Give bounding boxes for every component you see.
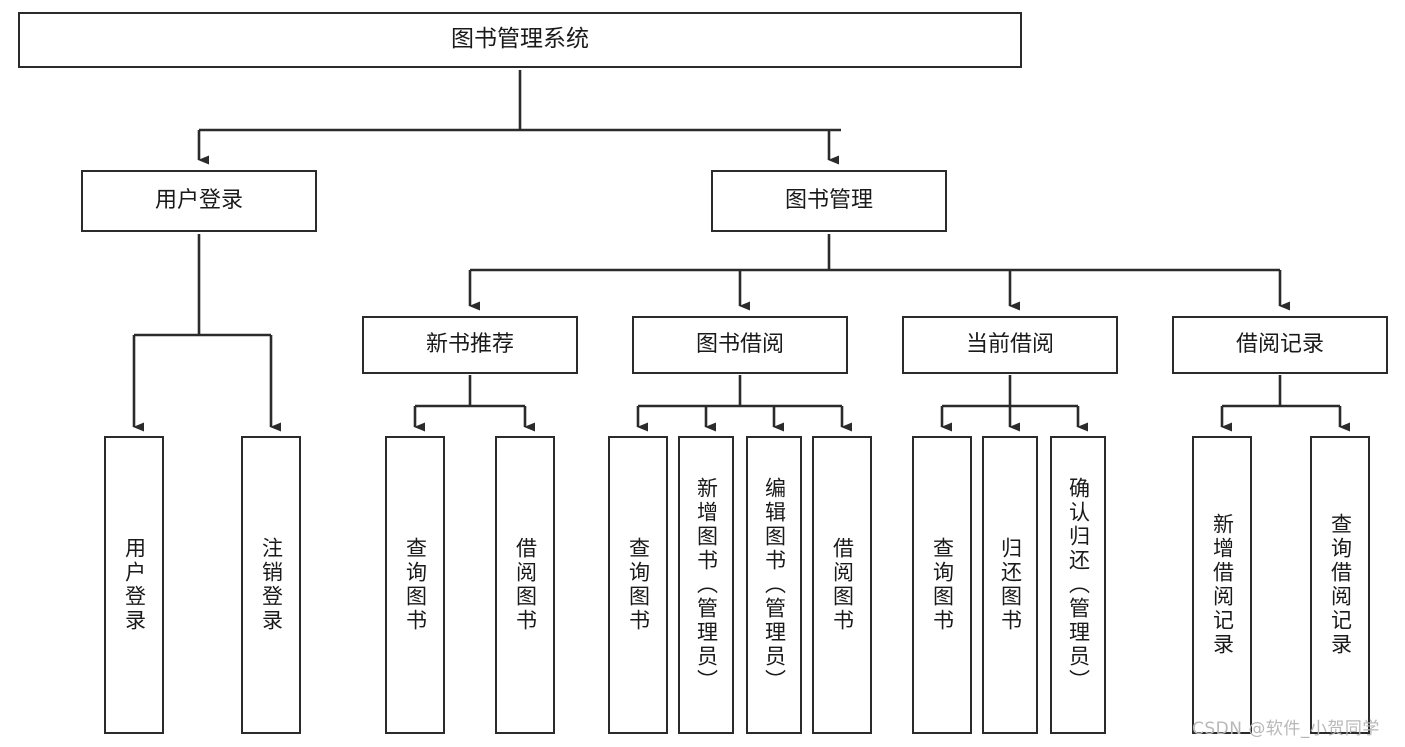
leaf-borrow-book-1[interactable]: 借阅图书 [495,436,555,734]
leaf-logout-label: 注销登录 [259,537,284,633]
leaf-query-book-3-label: 查询图书 [930,537,955,633]
leaf-add-borrow-record[interactable]: 新增借阅记录 [1192,436,1252,734]
node-book-management[interactable]: 图书管理 [711,170,947,232]
node-new-book-recommend[interactable]: 新书推荐 [362,316,578,374]
leaf-user-login-label: 用户登录 [122,537,147,633]
leaf-edit-book-admin[interactable]: 编辑图书（管理员） [746,436,802,734]
node-root-system-label: 图书管理系统 [451,26,589,53]
leaf-confirm-return-admin[interactable]: 确认归还（管理员） [1050,436,1106,734]
leaf-borrow-book-1-label: 借阅图书 [513,537,538,633]
leaf-add-borrow-record-label: 新增借阅记录 [1210,513,1235,657]
node-borrow-record-label: 借阅记录 [1235,332,1324,358]
leaf-user-login[interactable]: 用户登录 [104,436,164,734]
leaf-query-book-1-label: 查询图书 [403,537,428,633]
leaf-logout[interactable]: 注销登录 [241,436,301,734]
node-borrow-record[interactable]: 借阅记录 [1172,316,1388,374]
leaf-query-book-2[interactable]: 查询图书 [608,436,668,734]
leaf-query-book-3[interactable]: 查询图书 [912,436,972,734]
leaf-borrow-book-2-label: 借阅图书 [830,537,855,633]
leaf-return-book-label: 归还图书 [998,537,1023,633]
leaf-return-book[interactable]: 归还图书 [982,436,1038,734]
node-user-login-label: 用户登录 [154,188,243,214]
leaf-query-book-2-label: 查询图书 [626,537,651,633]
node-current-borrow[interactable]: 当前借阅 [902,316,1118,374]
leaf-query-borrow-record-label: 查询借阅记录 [1328,513,1353,657]
node-user-login[interactable]: 用户登录 [81,170,317,232]
node-new-book-recommend-label: 新书推荐 [425,332,514,358]
node-book-management-label: 图书管理 [784,188,873,214]
leaf-query-book-1[interactable]: 查询图书 [385,436,445,734]
leaf-edit-book-admin-label: 编辑图书（管理员） [762,477,787,693]
node-root-system[interactable]: 图书管理系统 [18,12,1022,68]
node-current-borrow-label: 当前借阅 [965,332,1054,358]
node-book-borrow[interactable]: 图书借阅 [632,316,848,374]
leaf-confirm-return-admin-label: 确认归还（管理员） [1066,477,1091,693]
node-book-borrow-label: 图书借阅 [695,332,784,358]
leaf-query-borrow-record[interactable]: 查询借阅记录 [1310,436,1370,734]
leaf-add-book-admin-label: 新增图书（管理员） [694,477,719,693]
leaf-borrow-book-2[interactable]: 借阅图书 [812,436,872,734]
leaf-add-book-admin[interactable]: 新增图书（管理员） [678,436,734,734]
